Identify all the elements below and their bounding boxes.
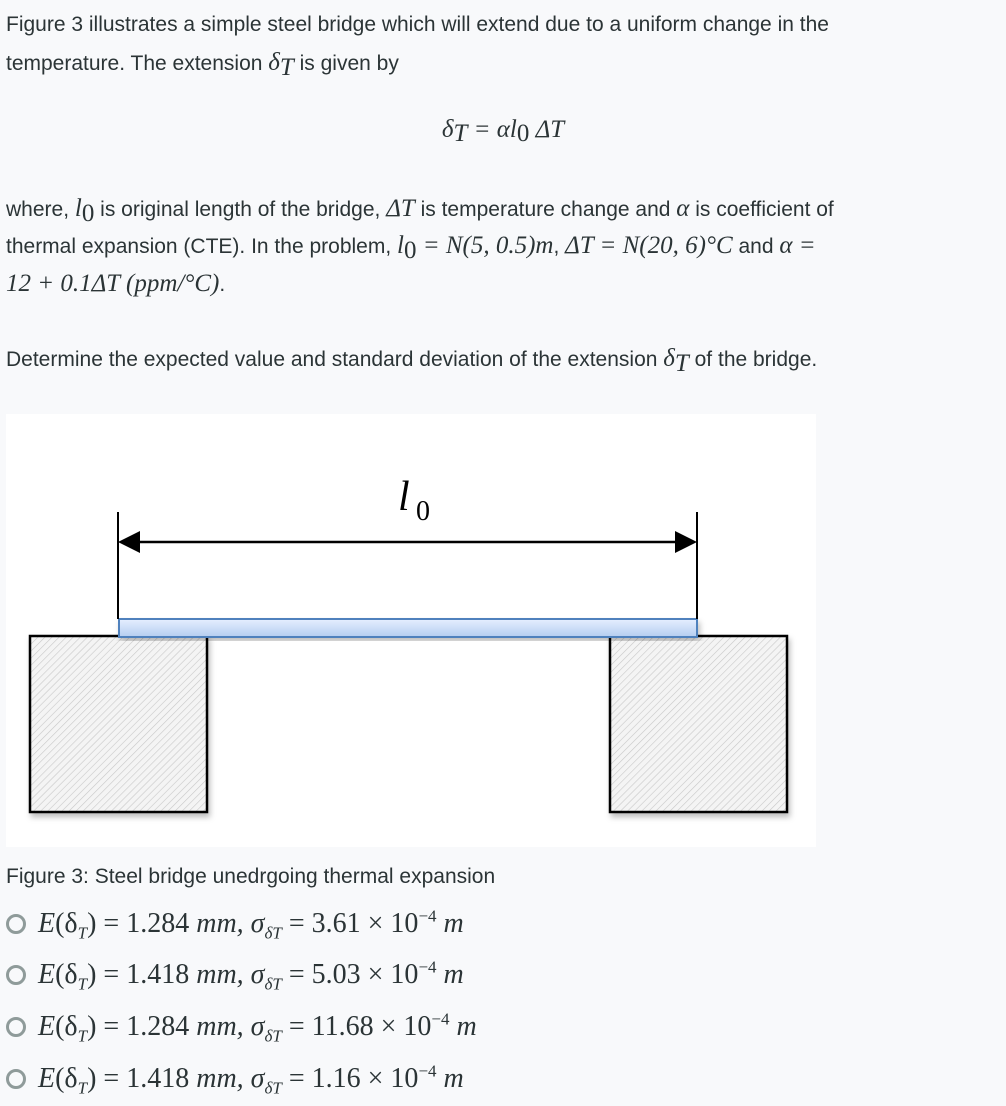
- length-label-sub: 0: [416, 496, 430, 527]
- figure-caption: Figure 3: Steel bridge unedrgoing therma…: [6, 865, 496, 888]
- length-label: l: [398, 474, 410, 520]
- radio-button[interactable]: [6, 1017, 26, 1037]
- arrowhead-left-icon: [118, 531, 140, 553]
- bridge-figure: l 0: [6, 414, 816, 847]
- option-text: E(δT) = 1.284 mm, σδT = 11.68 × 10−4 m: [38, 1009, 477, 1046]
- intro-line-1: Figure 3 illustrates a simple steel brid…: [6, 13, 829, 36]
- delta-symbol: δ: [268, 49, 280, 76]
- intro-line-2: temperature. The extension δT is given b…: [6, 49, 399, 82]
- right-support: [608, 634, 789, 814]
- bridge-beam: [118, 618, 698, 638]
- where-line-3: 12 + 0.1ΔT (ppm/°C).: [6, 270, 226, 297]
- answer-option-2[interactable]: E(δT) = 1.418 mm, σδT = 5.03 × 10−4 m: [6, 953, 464, 997]
- answer-option-3[interactable]: E(δT) = 1.284 mm, σδT = 11.68 × 10−4 m: [6, 1005, 477, 1049]
- where-line-2: thermal expansion (CTE). In the problem,…: [6, 232, 816, 265]
- bridge-diagram: l 0: [28, 474, 789, 814]
- radio-button[interactable]: [6, 1069, 26, 1089]
- option-text: E(δT) = 1.418 mm, σδT = 1.16 × 10−4 m: [38, 1061, 464, 1098]
- radio-button[interactable]: [6, 965, 26, 985]
- answer-option-1[interactable]: E(δT) = 1.284 mm, σδT = 3.61 × 10−4 m: [6, 902, 464, 946]
- option-text: E(δT) = 1.284 mm, σδT = 3.61 × 10−4 m: [38, 906, 464, 943]
- answer-option-4[interactable]: E(δT) = 1.418 mm, σδT = 1.16 × 10−4 m: [6, 1057, 464, 1101]
- extension-equation: δT = αl0 ΔT: [441, 116, 565, 148]
- where-line-1: where, l0 is original length of the brid…: [6, 195, 834, 228]
- left-support: [28, 634, 209, 814]
- radio-button[interactable]: [6, 914, 26, 934]
- arrowhead-right-icon: [675, 531, 697, 553]
- question-text: Determine the expected value and standar…: [6, 345, 818, 378]
- option-text: E(δT) = 1.418 mm, σδT = 5.03 × 10−4 m: [38, 957, 464, 994]
